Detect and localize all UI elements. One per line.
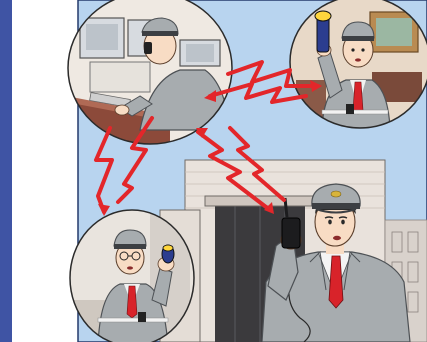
flashlight-icon — [315, 11, 331, 52]
tie — [329, 256, 343, 308]
walkie-talkie-icon — [282, 218, 300, 248]
left-frame-strip — [0, 0, 12, 342]
gutter — [12, 0, 78, 342]
